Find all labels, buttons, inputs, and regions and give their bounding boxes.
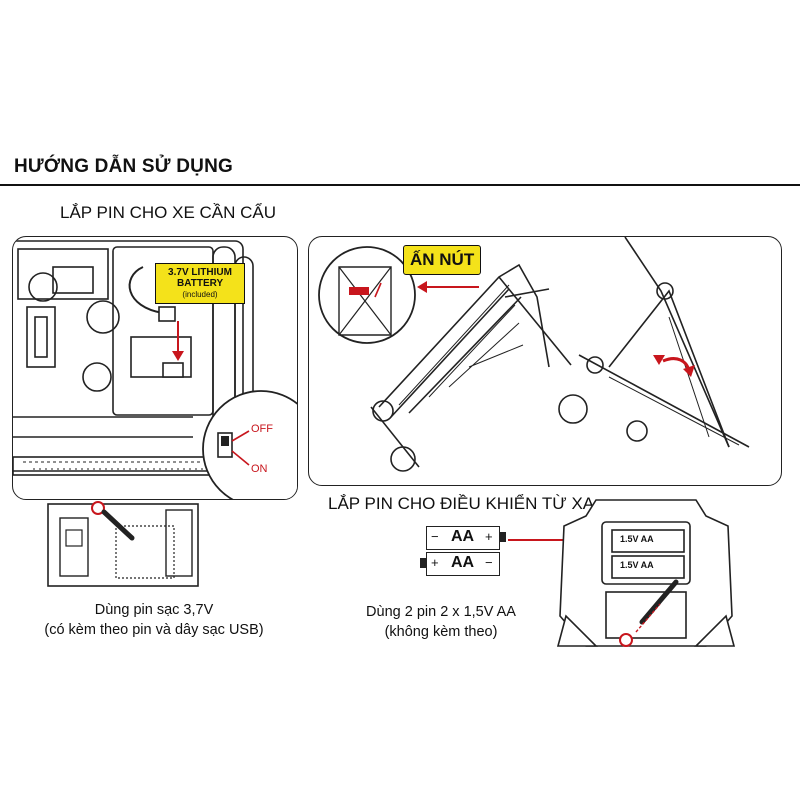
remote-controller-illustration (556, 499, 736, 647)
remote-battery-caption: Dùng 2 pin 2 x 1,5V AA (không kèm theo) (326, 602, 556, 642)
switch-on-label: ON (251, 463, 268, 475)
remote-battery-caption-line2: (không kèm theo) (384, 624, 498, 640)
battery-label-included: (included) (182, 290, 218, 299)
aa-battery-2-minus: − (485, 555, 493, 570)
car-chassis-illustration (13, 240, 297, 499)
crane-boom-illustration (318, 237, 750, 472)
battery-label-line1: 3.7V LITHIUM (168, 267, 232, 278)
aa-battery-2-text: AA (451, 554, 475, 571)
car-battery-heading: LẮP PIN CHO XE CẦN CẨU (60, 203, 277, 222)
crane-boom-panel: ẤN NÚT (308, 236, 782, 486)
battery-callout: 3.7V LITHIUM BATTERY (included) (155, 263, 245, 304)
aa-battery-2: + AA − (426, 552, 500, 576)
remote-battery-caption-line1: Dùng 2 pin 2 x 1,5V AA (366, 604, 516, 620)
remote-cell-1-label: 1.5V AA (620, 534, 654, 544)
aa-battery-1-tip (500, 532, 506, 542)
car-battery-caption-line1: Dùng pin sạc 3,7V (94, 602, 214, 618)
battery-label-line2: BATTERY (177, 278, 223, 289)
car-battery-panel: 3.7V LITHIUM BATTERY (included) OFF ON (12, 236, 298, 500)
remote-cell-2-label: 1.5V AA (620, 560, 654, 570)
aa-battery-1-text: AA (451, 528, 475, 545)
aa-battery-2-plus: + (431, 555, 439, 570)
aa-battery-2-tip (420, 558, 426, 568)
aa-battery-1-plus: + (485, 529, 493, 544)
switch-off-label: OFF (251, 423, 273, 435)
car-battery-caption-line2: (có kèm theo pin và dây sạc USB) (44, 622, 264, 638)
car-battery-cover-illustration (47, 501, 199, 587)
page-title: HƯỚNG DẪN SỬ DỤNG (14, 156, 233, 177)
remote-battery-heading: LẮP PIN CHO ĐIỀU KHIỂN TỪ XA (328, 494, 595, 513)
title-divider (0, 184, 800, 186)
press-button-label: ẤN NÚT (403, 245, 482, 275)
car-battery-caption: Dùng pin sạc 3,7V (có kèm theo pin và dâ… (12, 600, 296, 640)
aa-battery-1: − AA + (426, 526, 500, 550)
aa-battery-1-minus: − (431, 529, 439, 544)
